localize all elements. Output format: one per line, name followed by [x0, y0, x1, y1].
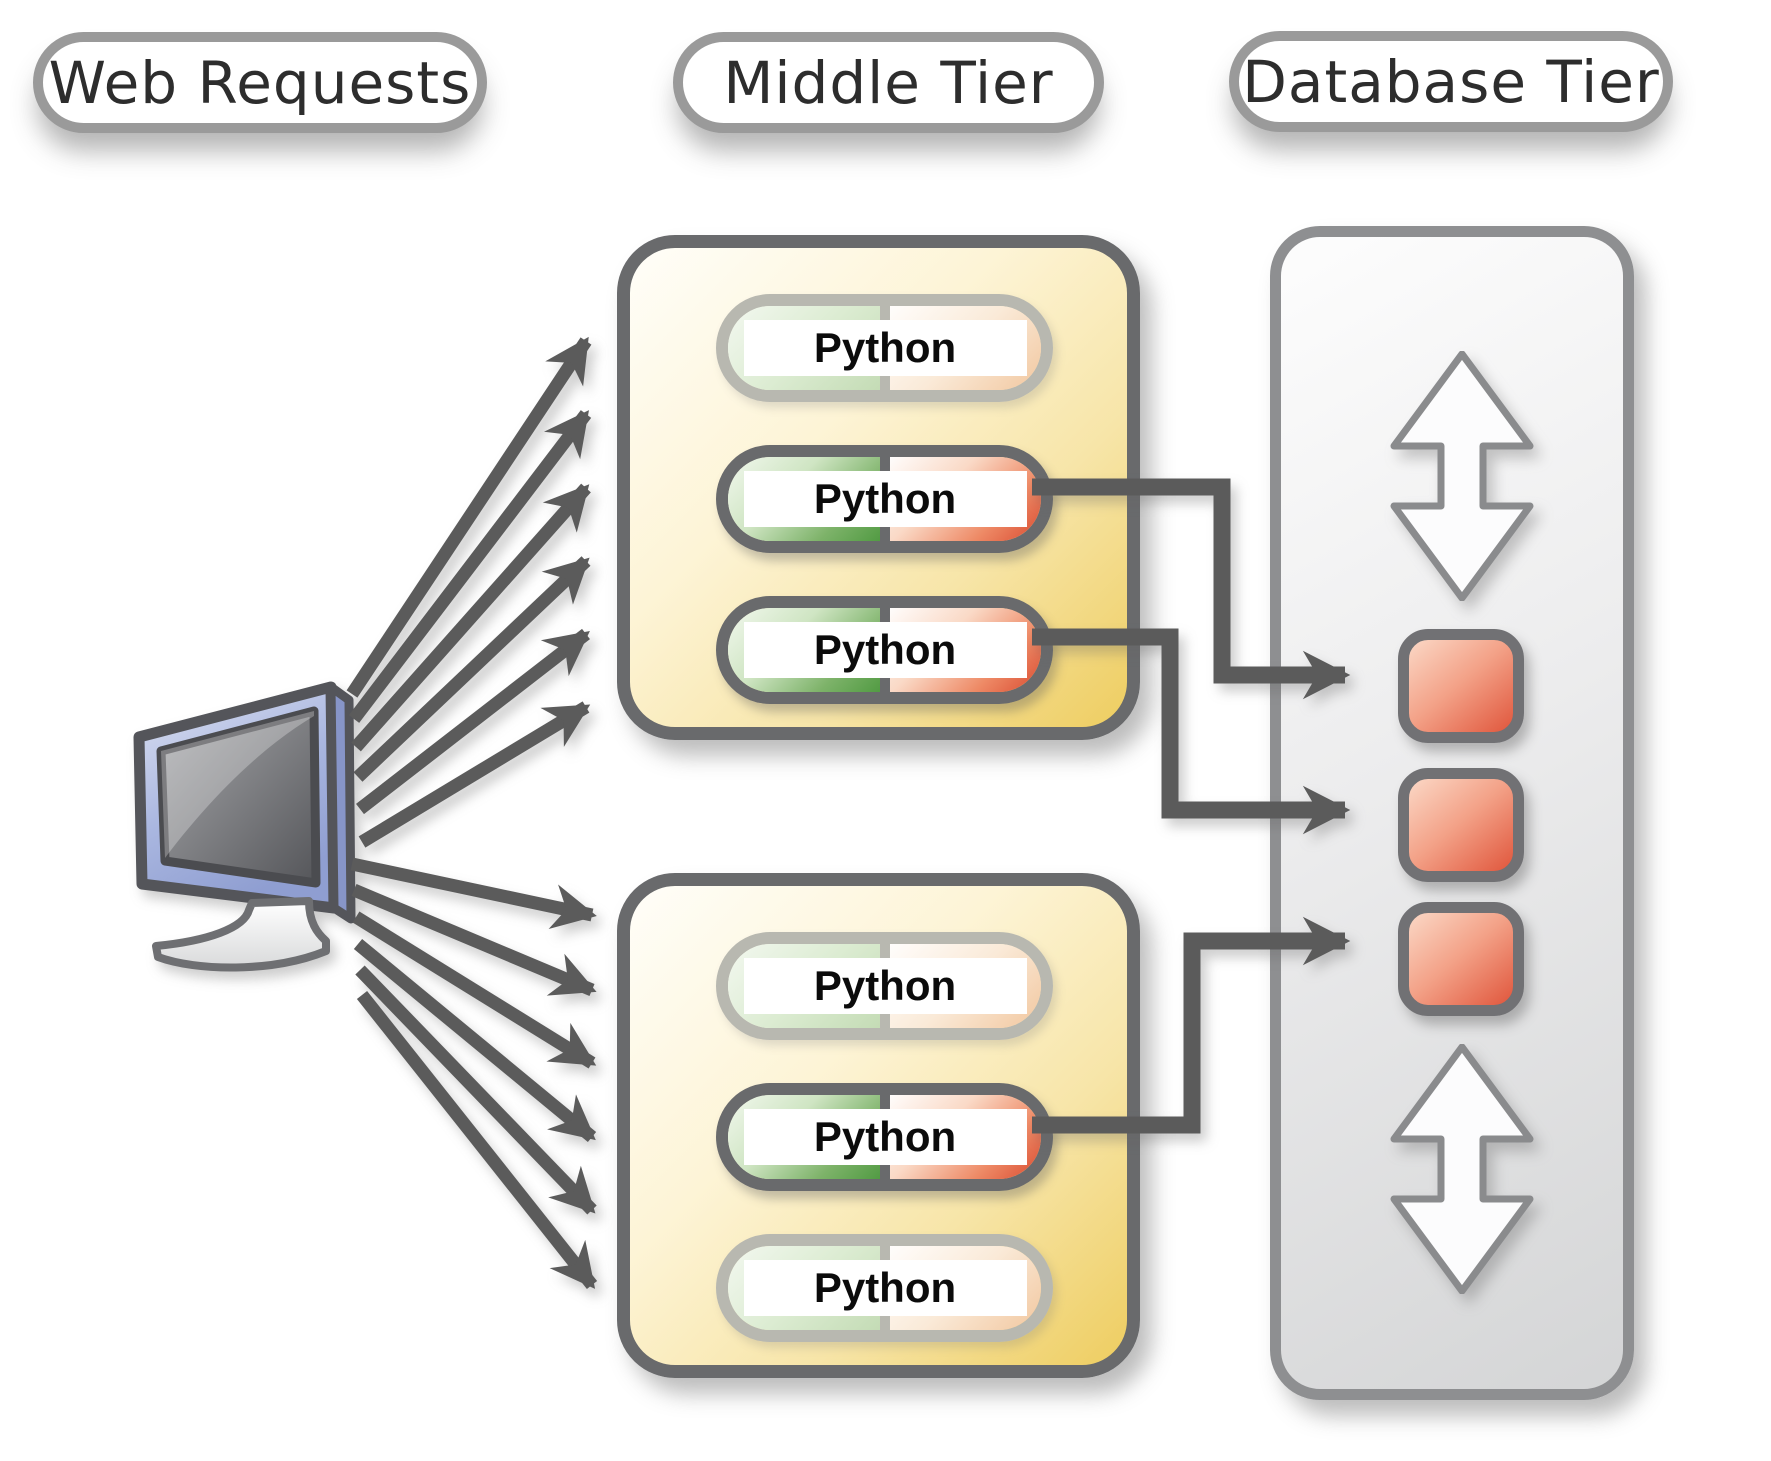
web-request-arrows-upper	[346, 336, 592, 848]
python-label: Python	[743, 320, 1027, 376]
middle-tier-server-box-2: Python Python Python	[617, 873, 1140, 1378]
web-request-arrow	[350, 857, 597, 930]
web-request-arrow	[352, 911, 597, 1069]
python-instance-capsule: Python	[716, 596, 1053, 704]
database-node-icon	[1398, 629, 1524, 743]
web-request-arrow	[358, 701, 591, 848]
web-request-arrow	[353, 556, 591, 782]
web-request-arrow	[353, 938, 597, 1143]
web-request-arrow	[356, 628, 590, 815]
python-instance-capsule: Python	[716, 932, 1053, 1040]
database-tier-title-pill: Database Tier	[1229, 31, 1673, 132]
python-instance-capsule: Python	[716, 1083, 1053, 1191]
client-monitor-icon	[133, 681, 356, 972]
python-instance-capsule: Python	[716, 294, 1053, 402]
web-request-arrow	[351, 483, 591, 752]
python-label: Python	[743, 1260, 1027, 1316]
python-label: Python	[743, 471, 1027, 527]
database-node-icon	[1398, 902, 1524, 1016]
middle-tier-title-pill: Middle Tier	[673, 32, 1104, 133]
web-request-arrow	[351, 884, 597, 996]
web-requests-title: Web Requests	[48, 48, 472, 117]
database-tier-box	[1270, 226, 1634, 1400]
middle-tier-server-box-1: Python Python Python	[617, 235, 1140, 740]
database-node-icon	[1398, 768, 1524, 882]
web-request-arrow	[356, 990, 598, 1290]
python-label: Python	[743, 622, 1027, 678]
python-label: Python	[743, 1109, 1027, 1165]
db-sync-double-arrow-icon	[1390, 1044, 1534, 1294]
python-instance-capsule: Python	[716, 1234, 1053, 1342]
python-label: Python	[743, 958, 1027, 1014]
middle-tier-title: Middle Tier	[723, 48, 1054, 117]
web-request-arrow	[355, 965, 597, 1215]
web-requests-title-pill: Web Requests	[33, 32, 487, 133]
db-sync-double-arrow-icon	[1390, 351, 1534, 601]
database-tier-title: Database Tier	[1242, 47, 1660, 116]
web-request-arrows-lower	[350, 857, 598, 1290]
web-request-arrow	[348, 410, 592, 723]
web-request-arrow	[346, 336, 592, 698]
python-instance-capsule: Python	[716, 445, 1053, 553]
